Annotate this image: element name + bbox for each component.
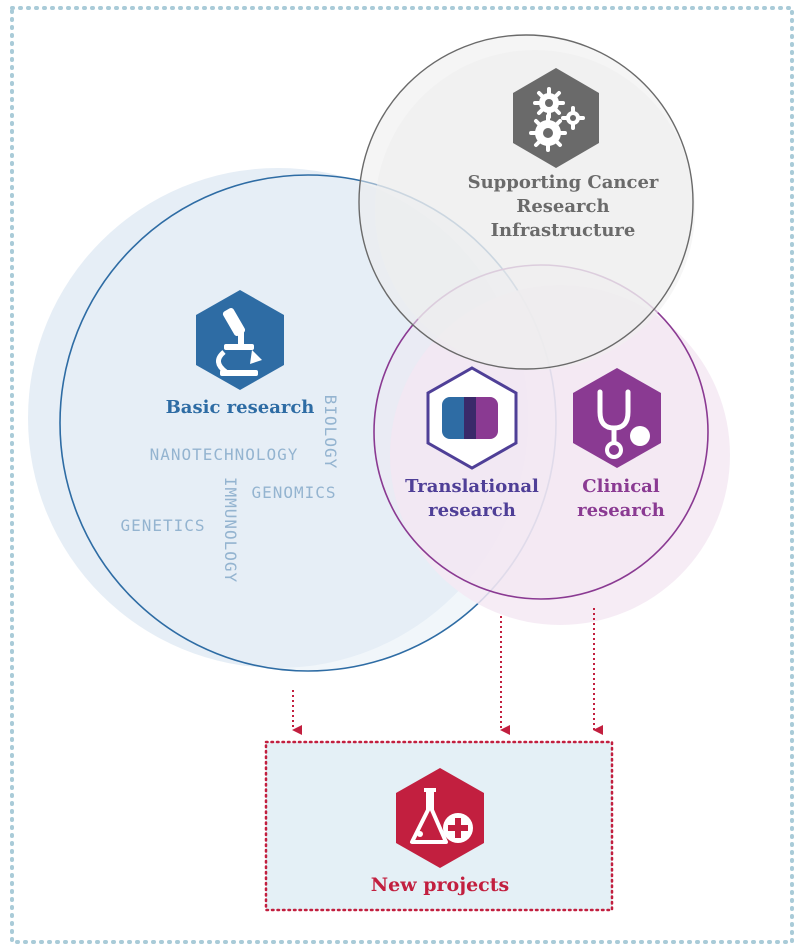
keyword-biology: BIOLOGY	[321, 395, 340, 469]
outer-dotted-frame	[10, 6, 794, 944]
infrastructure-label-line-3: Infrastructure	[491, 220, 636, 241]
clinical-label-line-1: Clinical	[582, 476, 660, 497]
keyword-nanotechnology: NANOTECHNOLOGY	[150, 445, 299, 464]
basic-research-label: Basic research	[166, 397, 315, 418]
infrastructure-circle	[358, 34, 694, 370]
translational-label-line-1: Translational	[405, 476, 539, 497]
translational-label-line-2: research	[428, 500, 516, 521]
stethoscope-icon	[573, 368, 661, 468]
gears-icon	[513, 68, 599, 168]
keyword-genetics: GENETICS	[120, 516, 205, 535]
keyword-immunology: IMMUNOLOGY	[221, 477, 240, 583]
infrastructure-label-line-2: Research	[516, 196, 609, 217]
infrastructure-label-line-1: Supporting Cancer	[468, 172, 659, 193]
microscope-icon	[196, 290, 284, 390]
keyword-genomics: GENOMICS	[251, 483, 336, 502]
overlap-icon	[426, 366, 518, 470]
flask-plus-icon	[396, 768, 484, 868]
new-projects-label: New projects	[371, 874, 509, 896]
clinical-label-line-2: research	[577, 500, 665, 521]
